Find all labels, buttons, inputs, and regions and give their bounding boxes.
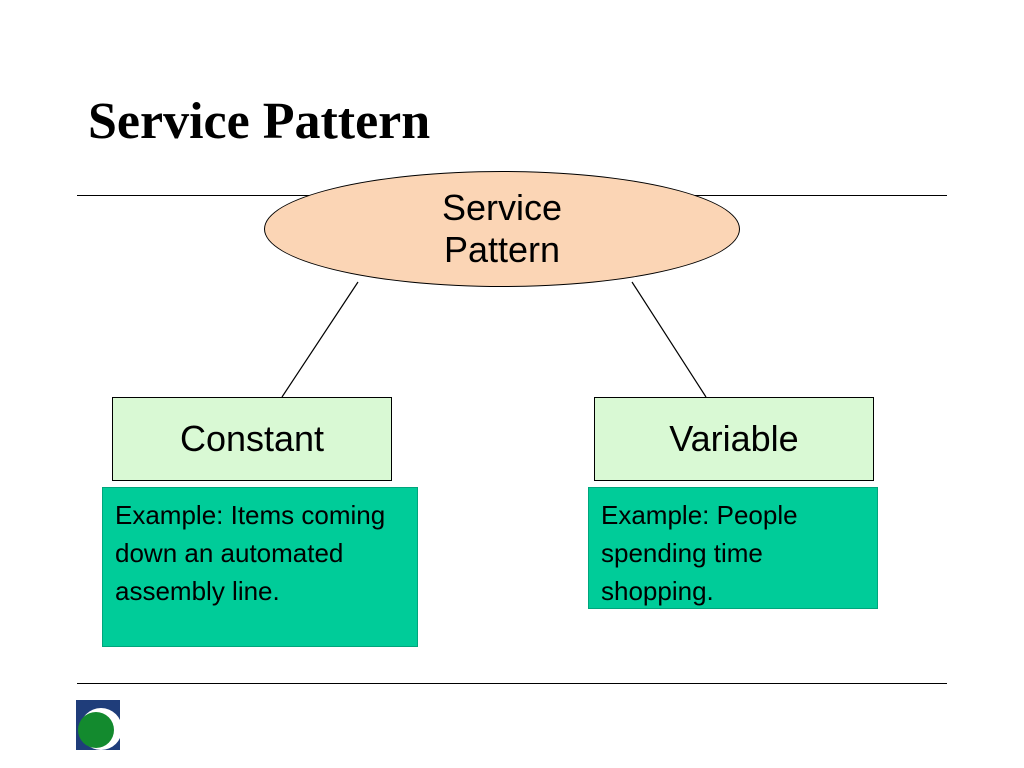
example-box-variable: Example: People spending time shopping.: [588, 487, 878, 609]
bottom-divider: [77, 683, 947, 684]
root-node-line-1: Service: [441, 186, 563, 228]
connector-left: [281, 281, 359, 398]
root-node-line-2: Pattern: [443, 229, 561, 270]
category-label-variable: Variable: [669, 418, 799, 459]
category-label-constant: Constant: [179, 418, 325, 459]
circle-logo-icon: [76, 700, 120, 750]
category-box-constant: Constant: [112, 397, 392, 481]
example-box-constant: Example: Items coming down an automated …: [102, 487, 418, 647]
category-box-variable: Variable: [594, 397, 874, 481]
slide-title: Service Pattern: [88, 93, 431, 150]
connector-right: [631, 281, 707, 398]
root-node-service-pattern: Service Pattern: [264, 171, 740, 287]
